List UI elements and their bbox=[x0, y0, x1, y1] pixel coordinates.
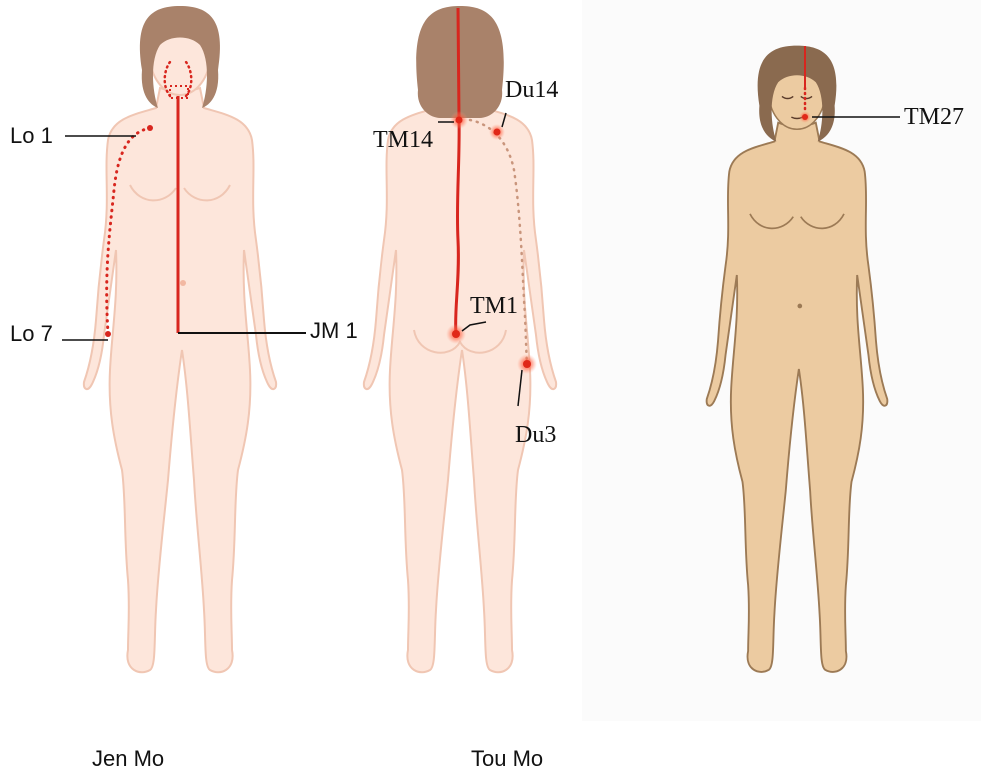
caption-tou-mo: Tou Mo bbox=[471, 746, 543, 772]
label-jm1: JM 1 bbox=[310, 318, 358, 343]
caption-jen-mo: Jen Mo bbox=[92, 746, 164, 772]
label-lo1: Lo 1 bbox=[10, 123, 53, 148]
figure-tan bbox=[707, 46, 888, 672]
figure-front bbox=[84, 6, 276, 672]
label-tm27: TM27 bbox=[904, 104, 964, 130]
label-du14: Du14 bbox=[505, 77, 558, 103]
label-tm14: TM14 bbox=[373, 127, 433, 153]
label-tm1: TM1 bbox=[470, 293, 518, 319]
label-lo7: Lo 7 bbox=[10, 321, 53, 346]
label-du3: Du3 bbox=[515, 422, 556, 448]
